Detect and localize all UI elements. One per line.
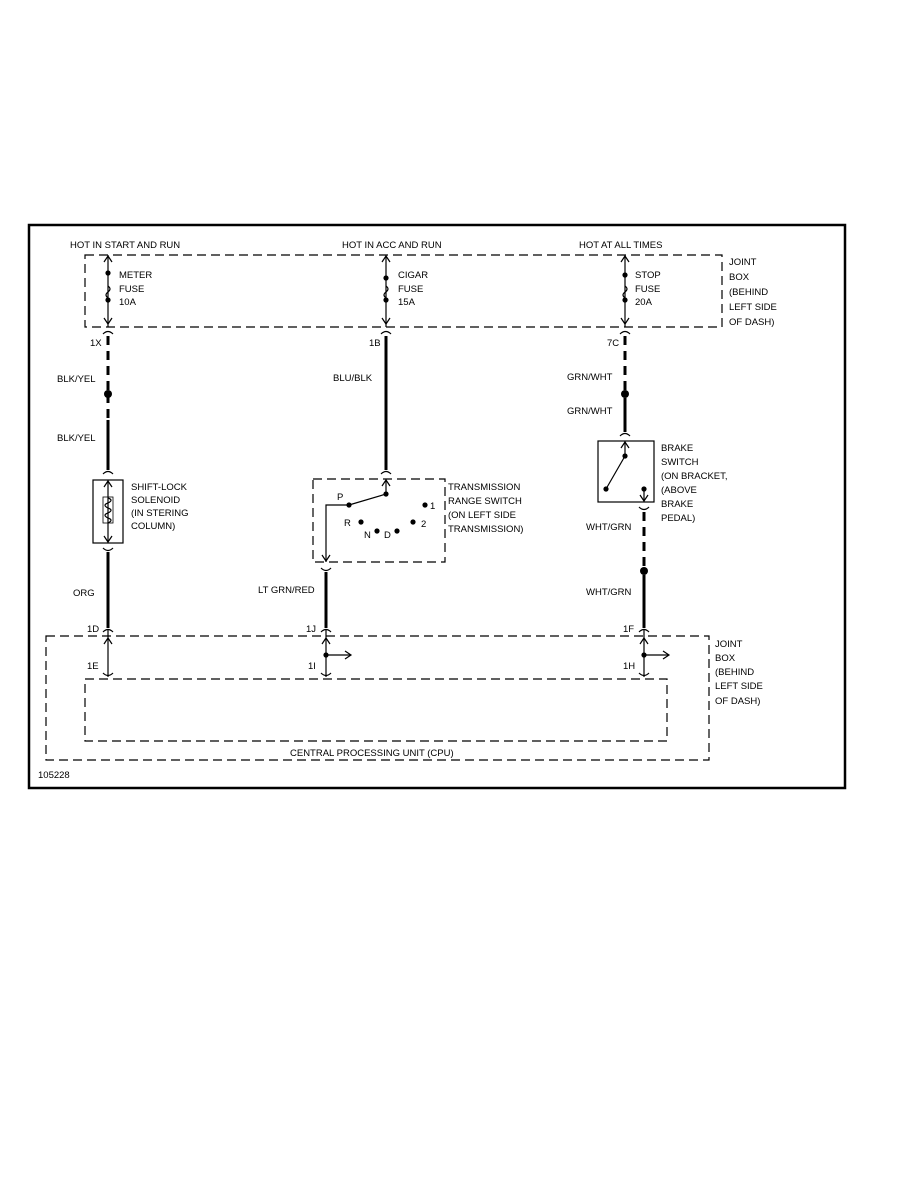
supply-all-times: HOT AT ALL TIMES (579, 240, 662, 251)
connector-1e-label: 1E (87, 661, 99, 672)
range-pos-p: P (337, 492, 343, 503)
connector-1d-label: 1D (87, 624, 99, 635)
joint-box-bottom-line2: BOX (715, 653, 736, 664)
connector-1b-label: 1B (369, 338, 381, 349)
supply-acc-run: HOT IN ACC AND RUN (342, 240, 442, 251)
joint-box-top-line5: OF DASH) (729, 317, 774, 328)
supply-start-run: HOT IN START AND RUN (70, 240, 180, 251)
brake-switch-label-3: (ON BRACKET, (661, 471, 728, 482)
circuit-blk-yel: BLK/YEL BLK/YEL (57, 336, 112, 470)
brake-switch-label-4: (ABOVE (661, 485, 697, 496)
wire-wht-grn-bottom: WHT/GRN (586, 587, 632, 598)
cigar-fuse: CIGAR FUSE 15A (381, 254, 428, 327)
joint-box-top-line2: BOX (729, 272, 750, 283)
joint-box-bottom-line4: LEFT SIDE (715, 681, 763, 692)
wire-grn-wht-top: GRN/WHT (567, 372, 613, 383)
range-pos-d: D (384, 530, 391, 541)
stop-fuse-line1: STOP (635, 270, 661, 281)
wire-grn-wht-bottom: GRN/WHT (567, 406, 613, 417)
range-pos-r: R (344, 518, 351, 529)
brake-switch-label-5: BRAKE (661, 499, 693, 510)
transmission-range-switch: P R N D 2 1 TRANSMISSION RANGE SWITCH (O… (312, 470, 523, 572)
circuit-grn-wht: GRN/WHT GRN/WHT (567, 336, 629, 432)
cigar-fuse-line3: 15A (398, 297, 416, 308)
meter-fuse: METER FUSE 10A (103, 254, 152, 327)
wire-wht-grn-top: WHT/GRN (586, 522, 632, 533)
wire-blk-yel-top: BLK/YEL (57, 374, 96, 385)
joint-box-bottom-line1: JOINT (715, 639, 743, 650)
circuit-wht-grn: WHT/GRN WHT/GRN (586, 512, 648, 628)
solenoid-label-1: SHIFT-LOCK (131, 482, 188, 493)
connector-1f-1h: 1F 1H (623, 624, 671, 677)
wire-org: ORG (73, 588, 95, 599)
joint-box-top-line1: JOINT (729, 257, 757, 268)
brake-switch-label-2: SWITCH (661, 457, 699, 468)
connector-1h-label: 1H (623, 661, 635, 672)
joint-box-top-line4: LEFT SIDE (729, 302, 777, 313)
brake-switch-label-1: BRAKE (661, 443, 693, 454)
cigar-fuse-line1: CIGAR (398, 270, 428, 281)
cigar-fuse-line2: FUSE (398, 284, 423, 295)
connector-1i-label: 1I (308, 661, 316, 672)
range-switch-label-2: RANGE SWITCH (448, 496, 522, 507)
range-switch-label-3: (ON LEFT SIDE (448, 510, 516, 521)
meter-fuse-line2: FUSE (119, 284, 144, 295)
joint-box-bottom-line3: (BEHIND (715, 667, 754, 678)
solenoid-label-2: SOLENOID (131, 495, 180, 506)
wire-blk-yel-bottom: BLK/YEL (57, 433, 96, 444)
range-pos-n: N (364, 530, 371, 541)
connector-1b: 1B (369, 330, 392, 349)
meter-fuse-line3: 10A (119, 297, 137, 308)
joint-box-bottom: JOINT BOX (BEHIND LEFT SIDE OF DASH) CEN… (45, 635, 763, 761)
stop-fuse-line3: 20A (635, 297, 653, 308)
connector-7c: 7C (607, 330, 631, 349)
wire-blu-blk: BLU/BLK (333, 373, 373, 384)
shift-lock-solenoid: SHIFT-LOCK SOLENOID (IN STERING COLUMN) (92, 470, 189, 552)
cpu-label: CENTRAL PROCESSING UNIT (CPU) (290, 748, 454, 759)
brake-switch-label-6: PEDAL) (661, 513, 695, 524)
range-pos-2: 2 (421, 519, 426, 530)
connector-1x: 1X (90, 330, 114, 349)
joint-box-top: JOINT BOX (BEHIND LEFT SIDE OF DASH) (84, 254, 777, 328)
meter-fuse-line1: METER (119, 270, 152, 281)
range-switch-label-4: TRANSMISSION) (448, 524, 523, 535)
connector-7c-label: 7C (607, 338, 619, 349)
range-switch-label-1: TRANSMISSION (448, 482, 520, 493)
figure-id: 105228 (38, 770, 70, 781)
connector-1f-label: 1F (623, 624, 634, 635)
circuit-blu-blk: BLU/BLK (333, 336, 388, 470)
connector-1x-label: 1X (90, 338, 102, 349)
solenoid-label-3: (IN STERING (131, 508, 189, 519)
joint-box-top-line3: (BEHIND (729, 287, 768, 298)
stop-fuse-line2: FUSE (635, 284, 660, 295)
joint-box-bottom-line5: OF DASH) (715, 696, 760, 707)
connector-1j-label: 1J (306, 624, 316, 635)
diagram-frame (27, 223, 847, 790)
stop-fuse: STOP FUSE 20A (620, 254, 661, 327)
solenoid-label-4: COLUMN) (131, 521, 175, 532)
wire-lt-grn-red: LT GRN/RED (258, 585, 315, 596)
circuit-lt-grn-red: LT GRN/RED (258, 572, 328, 628)
connector-1d-1e: 1D 1E (87, 624, 114, 677)
circuit-org: ORG (73, 552, 110, 628)
range-pos-1: 1 (430, 501, 435, 512)
brake-switch: BRAKE SWITCH (ON BRACKET, (ABOVE BRAKE P… (597, 432, 728, 524)
connector-1j-1i: 1J 1I (306, 624, 353, 677)
